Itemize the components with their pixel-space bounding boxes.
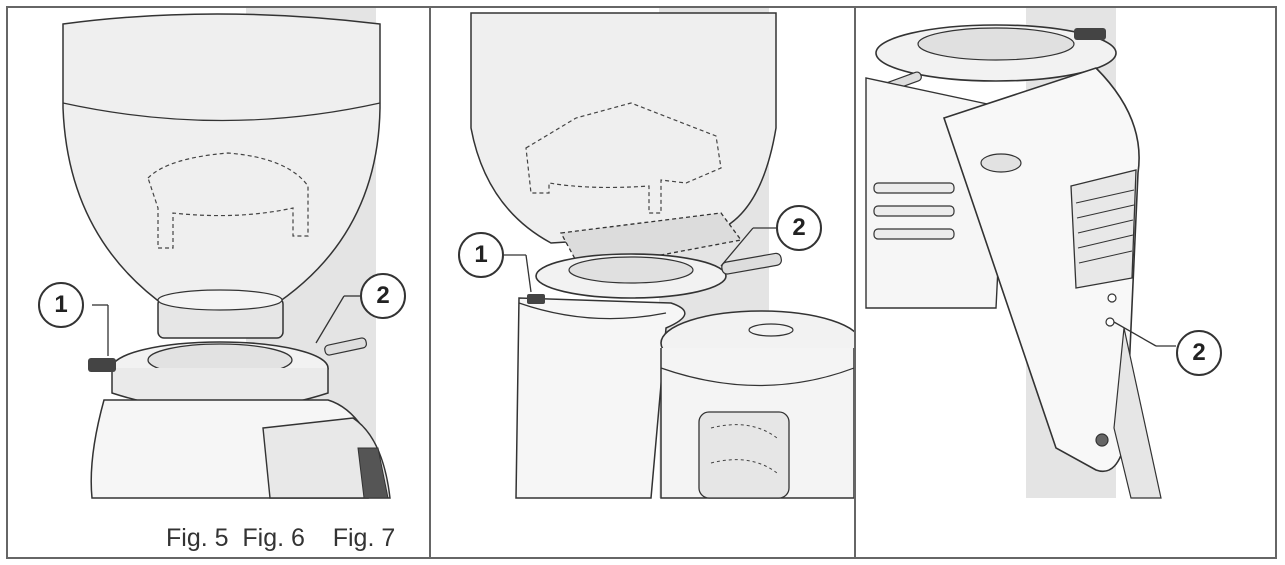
panel-divider-left (429, 6, 431, 559)
fig7-illustration (865, 8, 1176, 499)
fig5-callout-2: 2 (360, 273, 406, 319)
fig5-illustration (62, 8, 391, 499)
fig6-callout-1: 1 (458, 232, 504, 278)
fig7-callout-2: 2 (1176, 330, 1222, 376)
figure-caption: Fig. 5 Fig. 6 Fig. 7 (166, 524, 396, 552)
fig6-callout-2: 2 (776, 205, 822, 251)
figure-frame (6, 6, 1277, 559)
fig6-illustration (470, 8, 854, 499)
panel-divider-right (854, 6, 856, 559)
fig5-callout-1: 1 (38, 282, 84, 328)
